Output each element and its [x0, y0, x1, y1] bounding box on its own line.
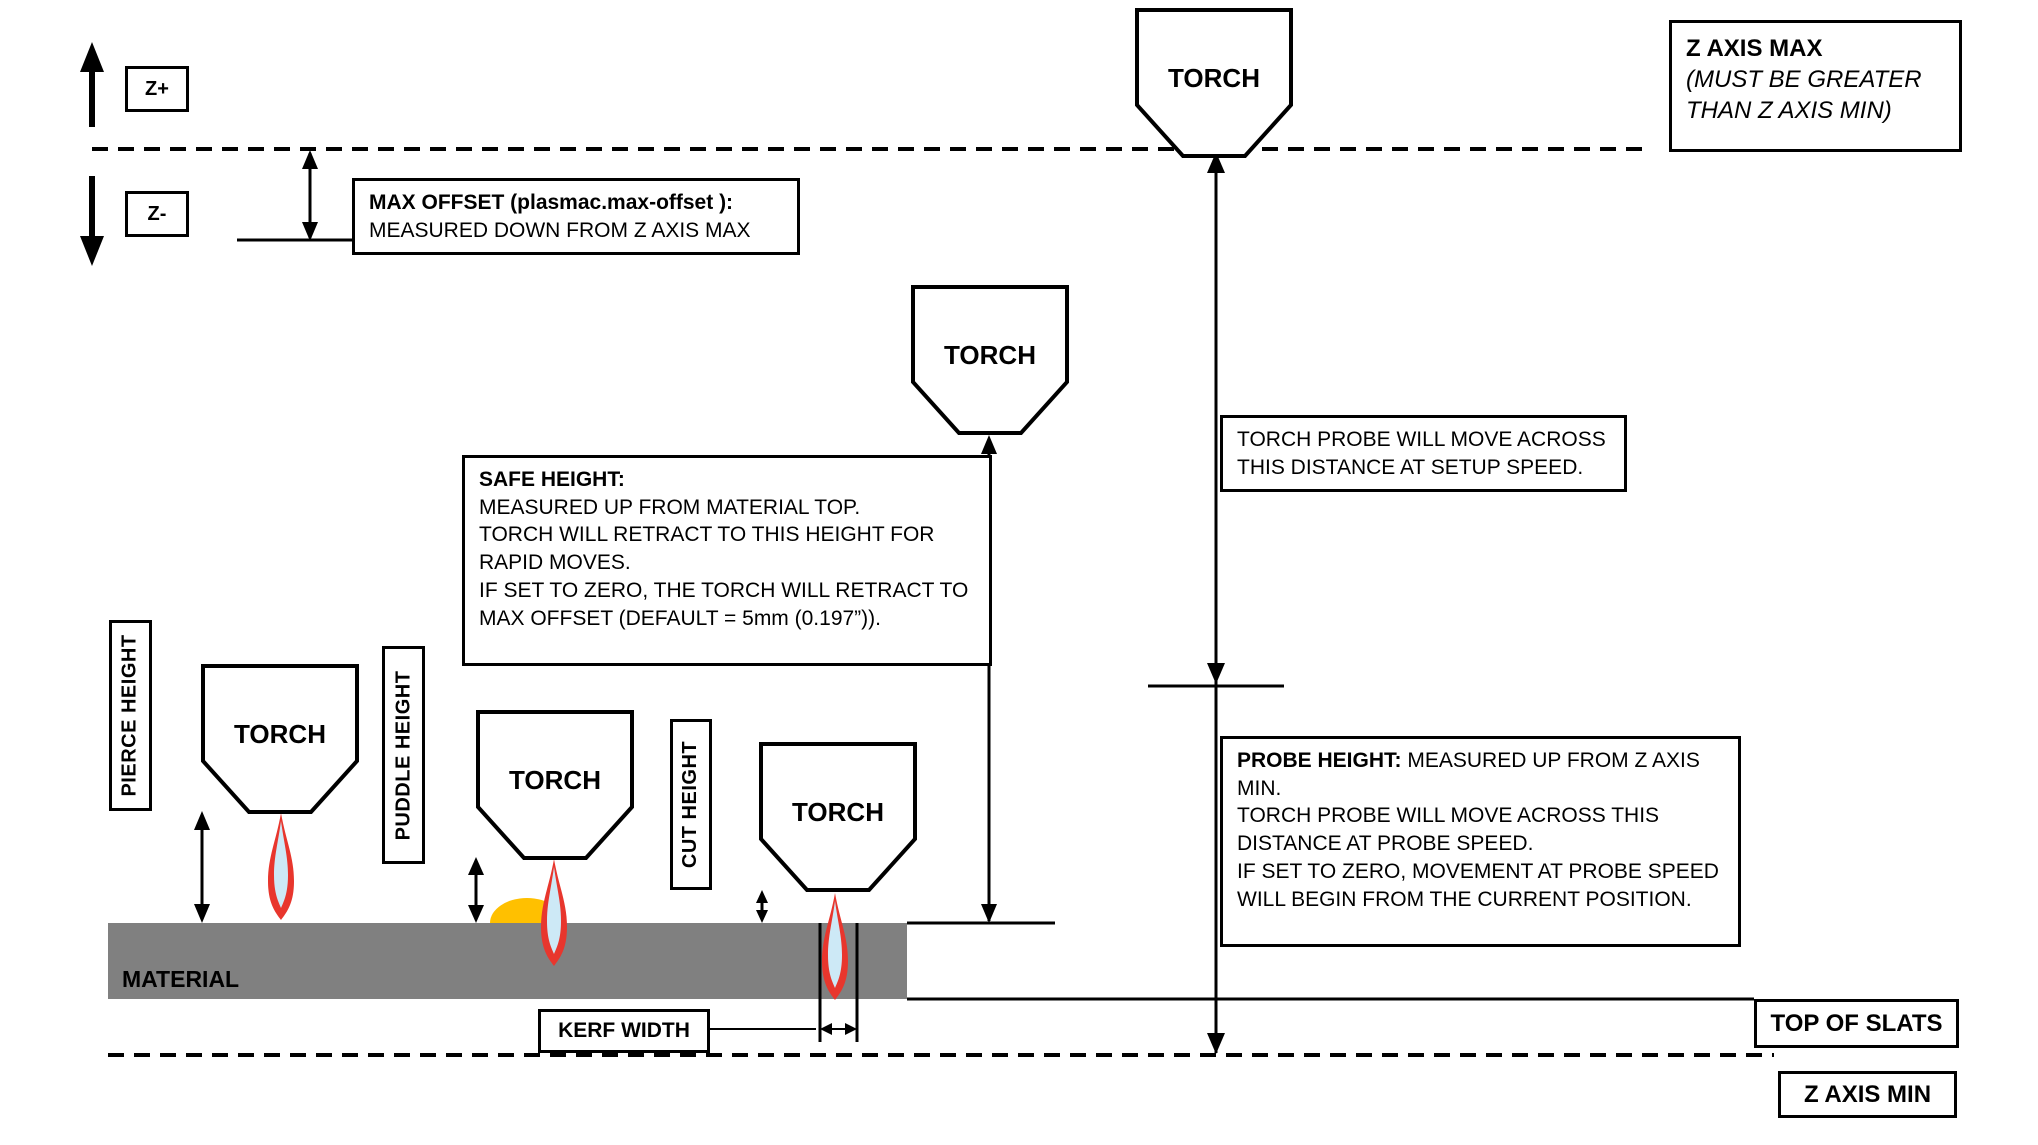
- z-plus-arrow-icon: [80, 42, 104, 127]
- max-offset-body: MEASURED DOWN FROM Z AXIS MAX: [369, 218, 751, 242]
- torch-probe-box: TORCH PROBE WILL MOVE ACROSS THIS DISTAN…: [1220, 415, 1627, 493]
- material-label: MATERIAL: [122, 966, 240, 992]
- z-plus-label: Z+: [125, 66, 189, 112]
- probe-height-line3: IF SET TO ZERO, MOVEMENT AT PROBE SPEED …: [1237, 859, 1719, 911]
- z-axis-max-title: Z AXIS MAX: [1686, 35, 1823, 62]
- torch-icon: TORCH: [1135, 8, 1293, 158]
- kerf-width-text: KERF WIDTH: [558, 1019, 690, 1042]
- cut-height-text: CUT HEIGHT: [679, 740, 702, 869]
- max-offset-dimension: [237, 150, 352, 242]
- torch-probe-text: TORCH PROBE WILL MOVE ACROSS THIS DISTAN…: [1237, 428, 1606, 479]
- safe-height-line2: TORCH WILL RETRACT TO THIS HEIGHT FOR RA…: [479, 523, 935, 575]
- torch-label: TORCH: [944, 340, 1036, 370]
- safe-height-line3: IF SET TO ZERO, THE TORCH WILL RETRACT T…: [479, 578, 969, 630]
- z-minus-text: Z-: [147, 202, 167, 225]
- z-axis-max-box: Z AXIS MAX (MUST BE GREATER THAN Z AXIS …: [1669, 20, 1962, 152]
- z-minus-arrow-icon: [80, 176, 104, 266]
- flame-icon: [541, 859, 567, 966]
- flame-icon: [268, 813, 294, 920]
- pierce-height-label: PIERCE HEIGHT: [109, 620, 152, 811]
- torch-label: TORCH: [1168, 63, 1260, 93]
- top-of-slats-text: TOP OF SLATS: [1770, 1009, 1943, 1037]
- torch-label: TORCH: [509, 765, 601, 795]
- probe-height-label: PROBE HEIGHT:: [1237, 749, 1402, 772]
- z-plus-text: Z+: [145, 77, 169, 100]
- torch-icon: TORCH: [476, 710, 634, 860]
- z-minus-label: Z-: [125, 191, 189, 237]
- probe-height-label-rest: MEASURED UP FROM Z AXIS MIN.: [1237, 749, 1700, 800]
- max-offset-box: MAX OFFSET (plasmac.max-offset ): MEASUR…: [352, 178, 800, 256]
- max-offset-title: MAX OFFSET (plasmac.max-offset ):: [369, 191, 734, 214]
- torch-label: TORCH: [792, 797, 884, 827]
- puddle-height-label: PUDDLE HEIGHT: [382, 646, 425, 864]
- kerf-width-box: KERF WIDTH: [538, 1009, 710, 1053]
- torch-icon: TORCH: [201, 664, 359, 814]
- probe-height-box: PROBE HEIGHT: MEASURED UP FROM Z AXIS MI…: [1220, 736, 1741, 947]
- safe-height-line1: MEASURED UP FROM MATERIAL TOP.: [479, 495, 861, 519]
- z-axis-max-note-line2: THAN Z AXIS MIN): [1686, 97, 1892, 125]
- puddle-height-text: PUDDLE HEIGHT: [392, 670, 414, 840]
- pierce-height-dimension: [194, 811, 210, 923]
- flame-icon: [822, 893, 848, 1000]
- puddle-height-dimension: [468, 857, 484, 923]
- probe-travel-dimension: [1148, 152, 1284, 1054]
- z-axis-min-text: Z AXIS MIN: [1803, 1080, 1932, 1108]
- z-axis-max-note-line1: (MUST BE GREATER: [1686, 66, 1922, 94]
- torch-label: TORCH: [234, 719, 326, 749]
- safe-height-box: SAFE HEIGHT: MEASURED UP FROM MATERIAL T…: [462, 455, 992, 666]
- material-block: MATERIAL: [108, 923, 907, 999]
- safe-height-title: SAFE HEIGHT:: [479, 468, 625, 491]
- torch-icon: TORCH: [759, 742, 917, 892]
- pierce-height-text: PIERCE HEIGHT: [119, 634, 142, 797]
- probe-height-line1: PROBE HEIGHT: MEASURED UP FROM Z AXIS MI…: [1237, 747, 1724, 802]
- probe-height-line2: TORCH PROBE WILL MOVE ACROSS THIS DISTAN…: [1237, 804, 1660, 856]
- top-of-slats-box: TOP OF SLATS: [1754, 999, 1959, 1048]
- cut-height-dimension: [756, 890, 768, 923]
- cut-height-label: CUT HEIGHT: [670, 719, 712, 890]
- z-axis-min-box: Z AXIS MIN: [1778, 1071, 1957, 1118]
- kerf-dimension: [710, 923, 859, 1042]
- torch-icon: TORCH: [911, 285, 1069, 435]
